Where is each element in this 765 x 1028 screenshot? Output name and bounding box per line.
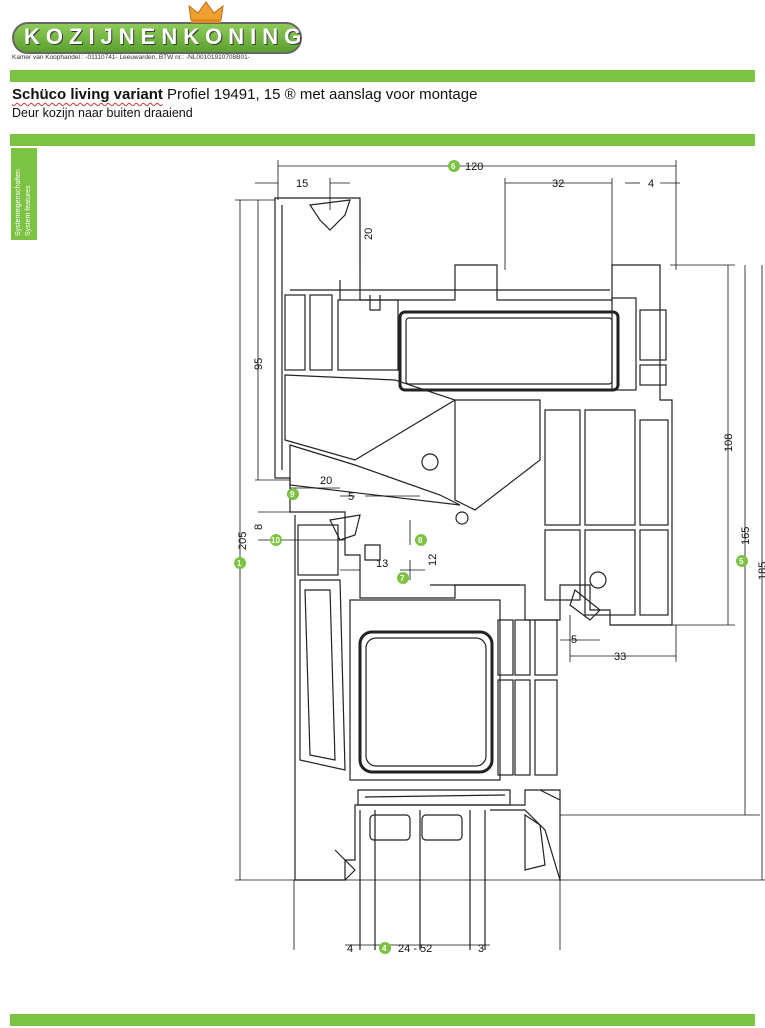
dim-vertical-205: 205 <box>237 532 249 550</box>
badge-8: 8 <box>415 534 427 546</box>
dim-horizontal-5: 5 <box>348 491 354 503</box>
dim-vertical-95: 95 <box>253 358 265 370</box>
svg-text:10: 10 <box>271 536 280 545</box>
side-tab-line2: System features <box>25 185 32 236</box>
logo-pill <box>12 22 302 54</box>
badge-6: 6 <box>448 160 460 172</box>
badge-10: 10 <box>270 534 282 546</box>
company-logo: KOZIJNENKONING <box>8 0 308 70</box>
dim-horizontal-33: 33 <box>614 651 626 663</box>
dim-bottom-3: 3 <box>478 943 484 955</box>
dim-vertical-185: 185 <box>757 562 765 580</box>
svg-text:9: 9 <box>290 490 295 499</box>
dim-top-left: 15 <box>296 178 308 190</box>
dim-top-right: 32 <box>552 178 564 190</box>
side-tab: Systemeigenschaften System features <box>11 148 37 240</box>
svg-text:7: 7 <box>400 574 405 583</box>
dim-vertical-12: 12 <box>427 554 439 566</box>
dim-horizontal-20: 20 <box>320 475 332 487</box>
badge-4: 4 <box>379 942 391 954</box>
badge-7: 7 <box>397 572 409 584</box>
crown-icon <box>188 1 224 23</box>
dim-vertical-165: 165 <box>740 527 752 545</box>
badge-5: 5 <box>736 555 748 567</box>
divider-bar-bottom <box>10 1014 755 1026</box>
dim-top-far-right: 4 <box>648 178 654 190</box>
dim-vertical-8: 8 <box>253 524 265 530</box>
page-title: Schüco living variant Profiel 19491, 15 … <box>12 86 477 103</box>
svg-text:5: 5 <box>739 557 744 566</box>
profile-drawing: 120 15 32 4 20 95 205 108 165 185 20 5 8… <box>234 160 765 955</box>
dim-bottom-range: 24 - 52 <box>398 943 432 955</box>
dim-bottom-4: 4 <box>347 943 353 955</box>
divider-bar-middle <box>10 134 755 146</box>
svg-text:1: 1 <box>237 559 242 568</box>
dim-vertical-108: 108 <box>723 434 735 452</box>
dim-horizontal-13: 13 <box>376 558 388 570</box>
dim-horizontal-5b: 5 <box>571 634 577 646</box>
badge-9: 9 <box>287 488 299 500</box>
divider-bar-top <box>10 70 755 82</box>
svg-text:4: 4 <box>382 944 387 953</box>
title-rest: Profiel 19491, 15 ® met aanslag voor mon… <box>162 86 478 103</box>
side-tab-line1: Systemeigenschaften <box>15 169 22 236</box>
page-subtitle: Deur kozijn naar buiten draaiend <box>12 106 193 120</box>
svg-text:6: 6 <box>451 162 456 171</box>
badge-1: 1 <box>234 557 246 569</box>
kvk-line: Kamer van Koophandel : -01110741- Leeuwa… <box>12 54 250 61</box>
logo-text: KOZIJNENKONING <box>24 24 308 49</box>
dim-vertical-20: 20 <box>363 228 375 240</box>
dim-width-total: 120 <box>465 161 483 173</box>
title-bold: Schüco living variant <box>12 86 163 103</box>
svg-text:8: 8 <box>418 536 423 545</box>
